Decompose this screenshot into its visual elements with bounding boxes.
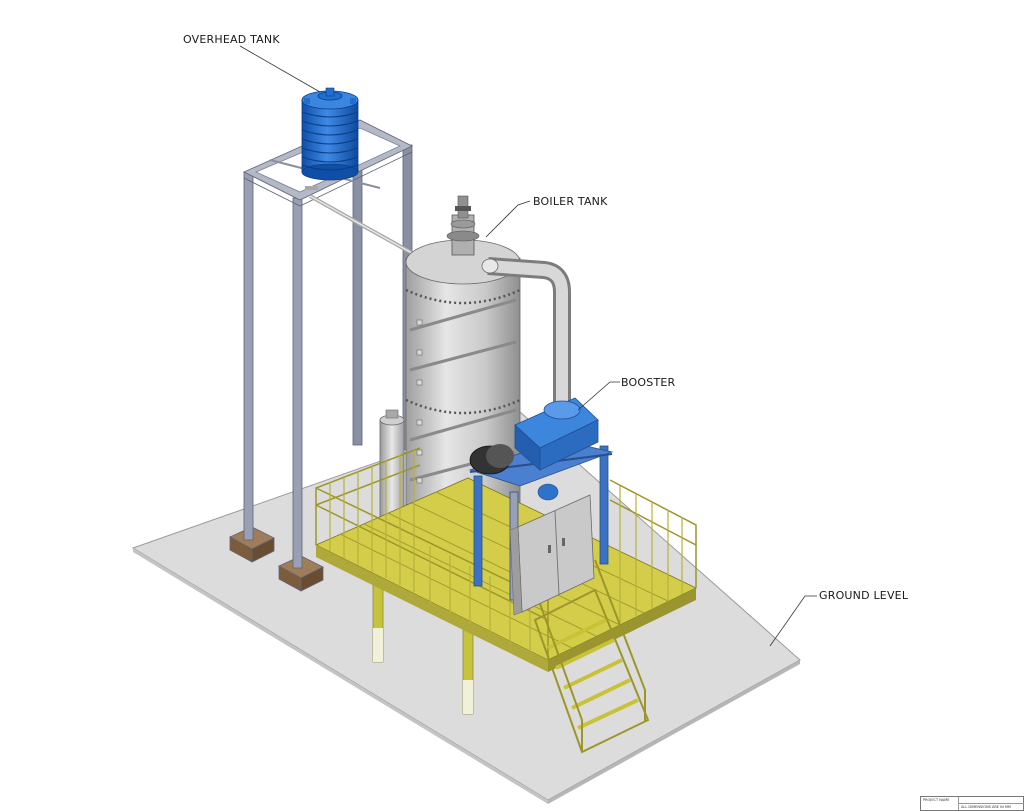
title-block: PROJECT NAME ALL DIMENSIONS ARE IN MM bbox=[920, 796, 1024, 811]
booster-pump bbox=[469, 397, 599, 501]
title-block-divider bbox=[958, 803, 1024, 804]
boiler-tank-label: BOILER TANK bbox=[533, 195, 608, 208]
overhead-tank-label: OVERHEAD TANK bbox=[183, 33, 280, 46]
project-name-field: PROJECT NAME bbox=[923, 798, 950, 802]
control-panel bbox=[509, 494, 595, 616]
dimensions-note: ALL DIMENSIONS ARE IN MM bbox=[961, 805, 1011, 809]
ground-level-label: GROUND LEVEL bbox=[819, 589, 909, 602]
overhead-tank bbox=[301, 87, 359, 181]
staircase bbox=[533, 559, 650, 754]
outlet-pipe bbox=[481, 257, 571, 405]
booster-label: BOOSTER bbox=[621, 376, 676, 389]
platform bbox=[315, 447, 697, 715]
feed-pipe bbox=[305, 186, 429, 264]
leader-lines bbox=[239, 45, 817, 647]
